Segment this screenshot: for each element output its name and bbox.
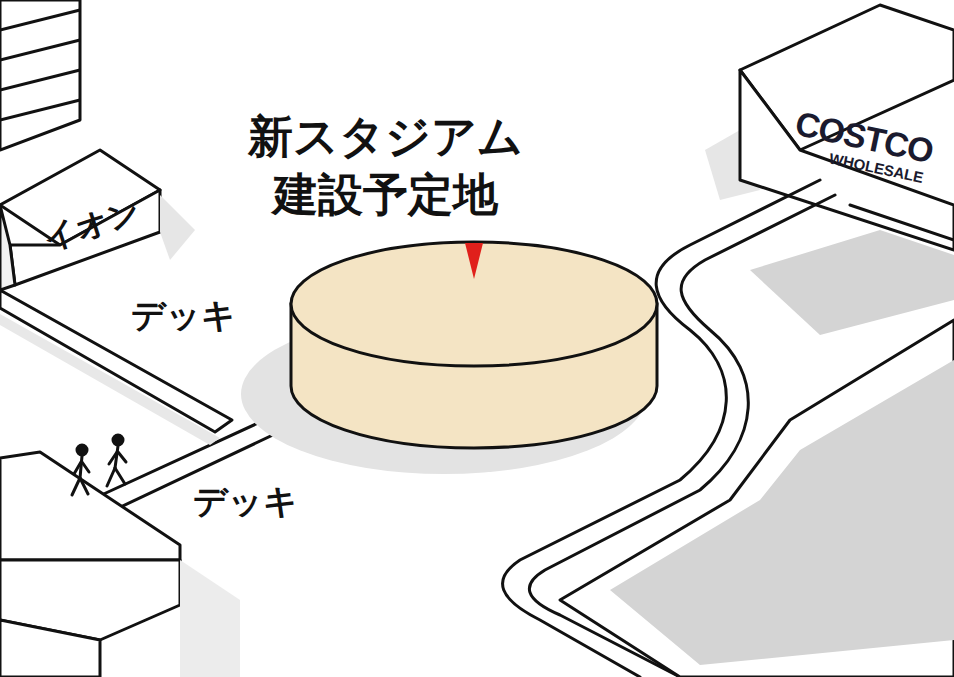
deck-label: デッキ [190,482,301,521]
site-heading: 新スタジアム 建設予定地 [230,108,540,224]
stadium-site: 新スタジアム 建設予定地 [228,104,678,479]
deck-label: デッキ [128,296,239,335]
